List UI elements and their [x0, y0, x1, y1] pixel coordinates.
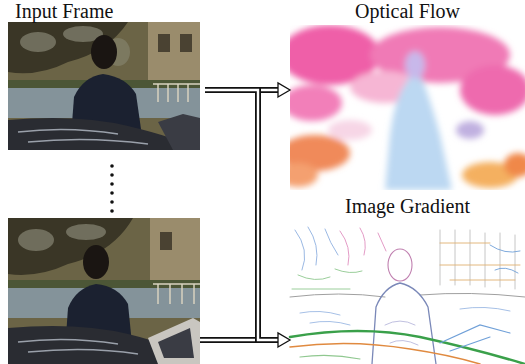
edge-stroke — [300, 355, 360, 359]
panel-heading: Image Gradient — [345, 195, 470, 217]
tree-mass — [8, 22, 128, 73]
railing — [153, 284, 200, 304]
edge-stroke — [295, 227, 338, 270]
input-frame-photo — [8, 22, 200, 150]
flow-figure — [385, 73, 452, 190]
open-car-door — [148, 318, 200, 364]
dot — [110, 173, 114, 177]
flow-blob — [456, 121, 484, 139]
car-reflection — [18, 339, 138, 354]
car-edge — [290, 331, 525, 364]
picture-panel: Input Frame — [8, 0, 205, 150]
hanging-moss — [18, 229, 54, 251]
dot — [110, 209, 114, 213]
edge-stroke — [300, 307, 510, 325]
double-arrow-line — [200, 339, 259, 341]
hanging-moss — [66, 224, 106, 240]
car-door — [158, 114, 200, 150]
flow-field — [290, 25, 525, 190]
door-edge — [440, 325, 510, 351]
arrowhead — [278, 83, 290, 97]
railing — [153, 84, 200, 102]
car-edge — [290, 343, 480, 364]
double-arrow-line — [200, 337, 259, 343]
optical-flow-picture — [290, 25, 525, 190]
flow-blob — [328, 120, 372, 140]
house-window — [160, 232, 172, 250]
edge-stroke — [292, 269, 362, 289]
edge-stroke — [440, 243, 520, 280]
flow-blob — [290, 85, 342, 121]
double-line-arrow — [205, 90, 290, 347]
picture-panel: Optical Flow — [290, 0, 525, 190]
dot — [110, 182, 114, 186]
arrow-inner-line — [205, 90, 279, 340]
edge-stroke — [340, 228, 386, 265]
arrow-outer-line — [205, 90, 279, 340]
dot — [110, 200, 114, 204]
ellipsis-dots — [110, 164, 114, 213]
gradient-ground — [290, 225, 525, 364]
person-head — [83, 245, 109, 279]
head-outline — [388, 249, 412, 281]
house-window — [180, 34, 192, 52]
dot — [110, 164, 114, 168]
flow-blob — [290, 163, 318, 187]
tree-mass — [8, 218, 133, 275]
image-gradient-picture — [290, 225, 525, 364]
person-head — [91, 35, 117, 69]
arrowhead — [278, 333, 290, 347]
picture-panel: Image Gradient — [290, 195, 525, 364]
edge-stroke — [290, 293, 525, 297]
flow-blob — [504, 153, 525, 177]
car-reflection — [18, 129, 148, 144]
house — [150, 218, 200, 290]
flow-blob — [460, 65, 525, 115]
gradient-edges — [290, 227, 525, 364]
door-window — [158, 328, 194, 358]
panel-heading: Input Frame — [15, 0, 113, 22]
house — [148, 22, 200, 87]
edge-stroke — [490, 245, 520, 273]
house-window — [158, 34, 170, 52]
input-frame-photo — [8, 218, 200, 364]
flow-blob — [405, 51, 425, 79]
panel-heading: Optical Flow — [355, 0, 460, 22]
hanging-moss — [20, 32, 56, 52]
dot — [110, 191, 114, 195]
photo-ground — [8, 22, 200, 150]
photo-ground — [8, 218, 200, 364]
